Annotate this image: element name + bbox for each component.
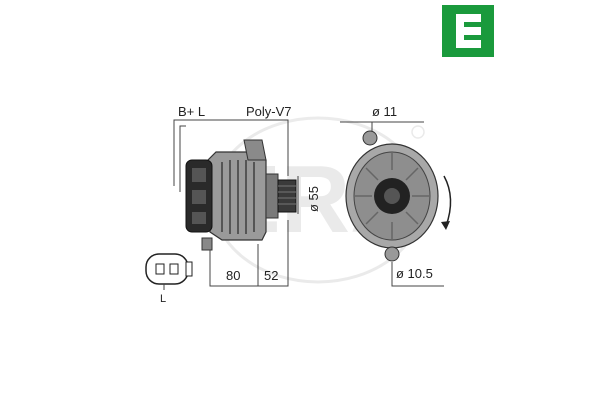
- belt-type-label: Poly-V7: [246, 104, 292, 119]
- length-a-label: 80: [226, 268, 240, 283]
- alternator-front-view: [345, 130, 439, 262]
- alternator-side-view: [185, 139, 297, 251]
- dimension-lines: [163, 119, 444, 290]
- length-b-label: 52: [264, 268, 278, 283]
- pulley-diameter-label: ø 55: [306, 186, 321, 212]
- brand-logo-icon: [442, 5, 494, 57]
- connector-plug-icon: [145, 253, 193, 285]
- rotation-arrow-icon: [441, 175, 452, 230]
- mount-hole-top-label: ø 11: [372, 104, 397, 119]
- mount-hole-bottom-label: ø 10.5: [396, 266, 433, 281]
- connector-pin-label: L: [160, 293, 166, 305]
- terminals-label: B+ L: [178, 104, 205, 119]
